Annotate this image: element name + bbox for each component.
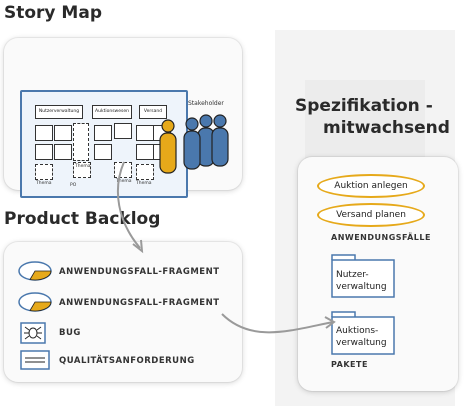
- product-backlog-card: ANWENDUNGSFALL-FRAGMENT ANWENDUNGSFALL-F…: [4, 242, 242, 382]
- package-folder-icon: [331, 254, 395, 298]
- package-folder-icon: [331, 311, 395, 355]
- story-note: [94, 125, 112, 141]
- stakeholder-body-icon: [183, 130, 201, 170]
- spec-heading-line2: mitwachsend: [323, 118, 450, 138]
- package-name-line1: Nutzer-: [336, 270, 369, 280]
- backlog-to-spec-arrow: [221, 313, 334, 334]
- packages-caption: PAKETE: [331, 360, 368, 369]
- fragment-icon: [18, 292, 52, 312]
- stakeholder-head-icon: [213, 114, 227, 128]
- story-note: [35, 125, 53, 141]
- story-note: [54, 144, 72, 160]
- story-note-planned: [73, 123, 89, 161]
- product-owner-body-icon: [159, 132, 177, 174]
- thema-label: Thema: [75, 164, 91, 169]
- package-name-line2: verwaltung: [336, 282, 387, 292]
- story-note-planned: [35, 164, 53, 180]
- story-note-planned: [136, 164, 154, 180]
- backlog-item-label: QUALITÄTSANFORDERUNG: [59, 356, 195, 366]
- stakeholder-label: Stakeholder: [188, 100, 224, 107]
- product-owner-head-icon: [161, 119, 175, 133]
- po-label: PO: [70, 183, 77, 188]
- package-name-line2: verwaltung: [336, 338, 387, 348]
- spec-heading-line1: Spezifikation -: [295, 96, 433, 116]
- stakeholder-body-icon: [211, 127, 229, 167]
- column-auktionswesen: Auktionswesen: [92, 105, 132, 119]
- bug-icon: [20, 322, 46, 344]
- fragment-icon: [18, 261, 52, 281]
- story-note: [54, 125, 72, 141]
- story-map-heading: Story Map: [4, 3, 102, 23]
- thema-label: Thema: [116, 179, 132, 184]
- stakeholder-head-icon: [199, 114, 213, 128]
- stakeholder-figures: [159, 114, 229, 174]
- specification-card: Auktion anlegen Versand planen ANWENDUNG…: [298, 157, 458, 391]
- column-versand: Versand: [139, 105, 167, 119]
- backlog-item-label: BUG: [59, 328, 81, 338]
- story-note: [35, 144, 53, 160]
- package-name-line1: Auktions-: [336, 326, 379, 336]
- story-note: [94, 144, 112, 160]
- use-case-oval: Auktion anlegen: [317, 174, 425, 198]
- column-nutzerverwaltung: Nutzerverwaltung: [35, 105, 83, 119]
- use-cases-caption: ANWENDUNGSFÄLLE: [331, 233, 431, 242]
- thema-label: Thema: [136, 181, 152, 186]
- use-case-oval: Versand planen: [317, 203, 425, 227]
- backlog-item-label: ANWENDUNGSFALL-FRAGMENT: [59, 298, 220, 308]
- story-note-planned: [73, 162, 91, 178]
- story-note: [114, 123, 132, 139]
- quality-requirement-icon: [20, 350, 50, 370]
- stakeholder-head-icon: [185, 117, 199, 131]
- backlog-item-label: ANWENDUNGSFALL-FRAGMENT: [59, 267, 220, 277]
- thema-label: Thema: [36, 181, 52, 186]
